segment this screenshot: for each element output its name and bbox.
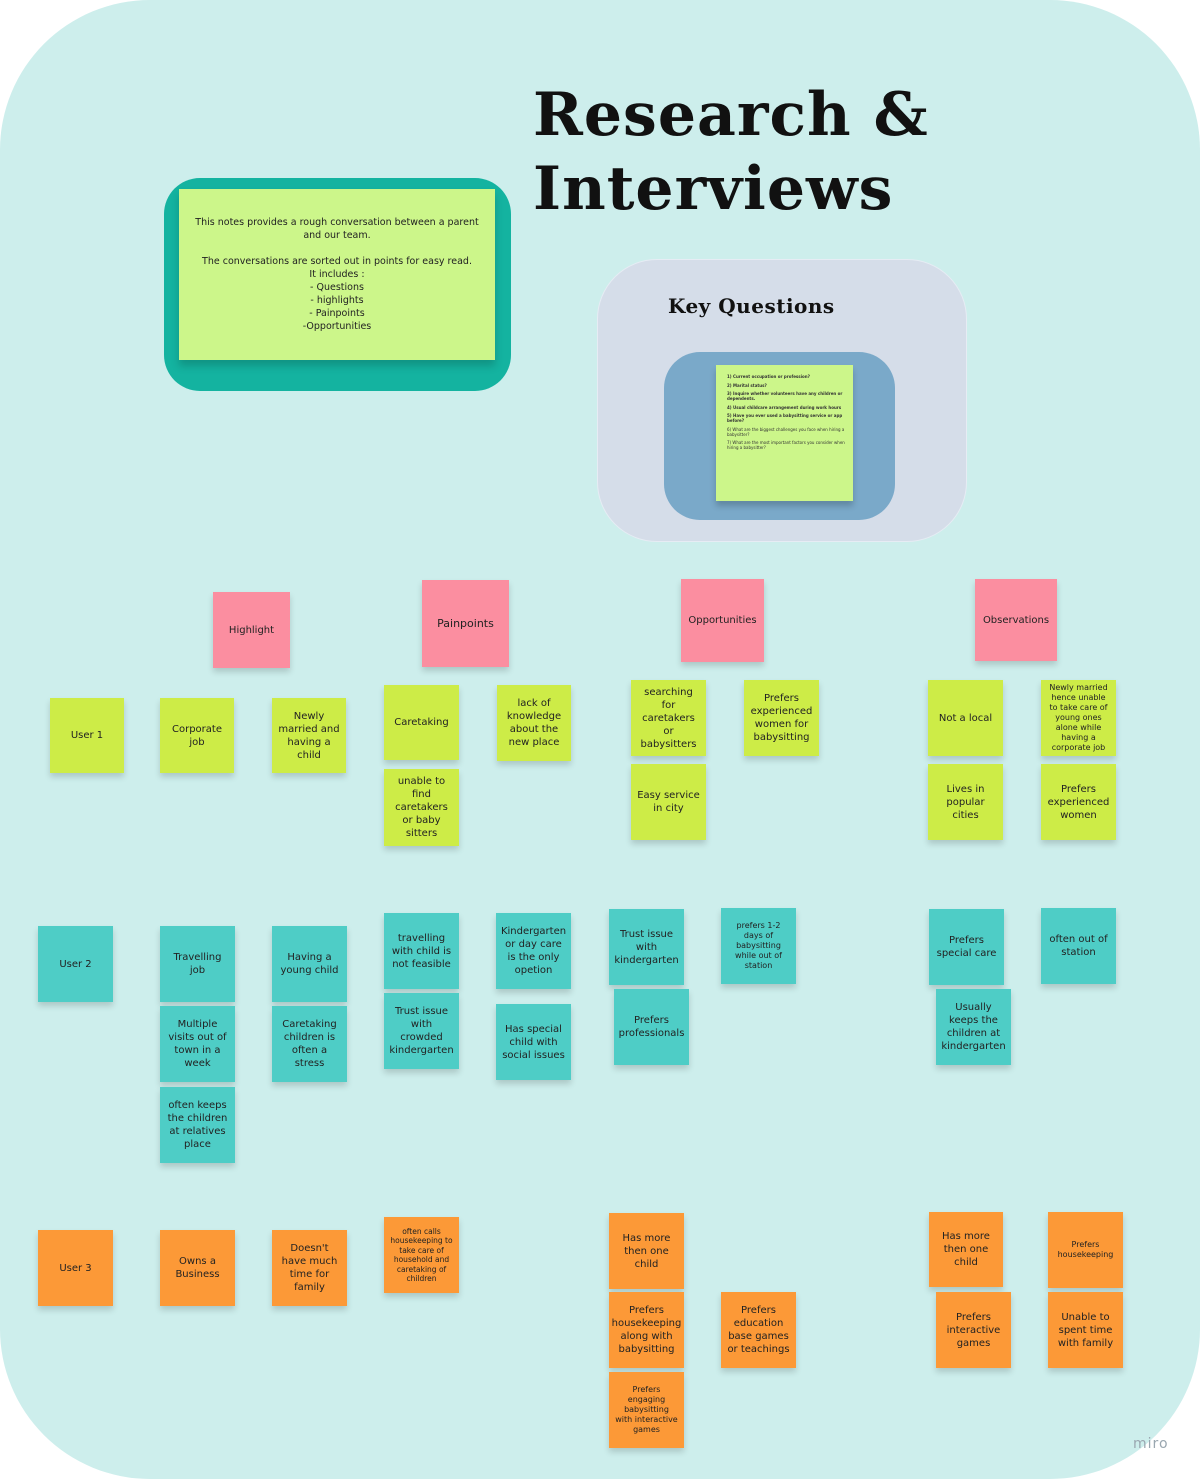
question-6: 6) What are the biggest challenges you f… — [727, 426, 845, 437]
page-title: Research & Interviews — [533, 78, 1033, 226]
user1-opportunity-note[interactable]: Easy service in city — [631, 764, 706, 840]
user3-highlight-note[interactable]: Doesn't have much time for family — [272, 1230, 347, 1306]
user1-opportunity-note[interactable]: searching for caretakers or babysitters — [631, 680, 706, 756]
user1-highlight-note[interactable]: Corporate job — [160, 698, 234, 773]
user1-observation-note[interactable]: Newly married hence unable to take care … — [1041, 680, 1116, 756]
user2-opportunity-note[interactable]: prefers 1-2 days of babysitting while ou… — [721, 908, 796, 984]
user2-highlight-note[interactable]: Multiple visits out of town in a week — [160, 1006, 235, 1082]
user1-opportunity-note[interactable]: Prefers experienced women for babysittin… — [744, 680, 819, 756]
intro-note[interactable]: This notes provides a rough conversation… — [179, 189, 495, 360]
user1-label[interactable]: User 1 — [50, 698, 124, 773]
user3-painpoint-note[interactable]: often calls housekeeping to take care of… — [384, 1217, 459, 1293]
user2-painpoint-note[interactable]: travelling with child is not feasible — [384, 913, 459, 989]
user2-painpoint-note[interactable]: Has special child with social issues — [496, 1004, 571, 1080]
user3-label[interactable]: User 3 — [38, 1230, 113, 1306]
key-questions-note[interactable]: 1) Current occupation or profession? 2) … — [716, 365, 853, 501]
user3-opportunity-note[interactable]: Has more then one child — [609, 1213, 684, 1289]
miro-watermark: miro — [1133, 1436, 1169, 1452]
user2-opportunity-note[interactable]: Trust issue with kindergarten — [609, 909, 684, 985]
user2-painpoint-note[interactable]: Trust issue with crowded kindergarten — [384, 993, 459, 1069]
title-line-1: Research & — [533, 80, 929, 150]
user3-observation-note[interactable]: Unable to spent time with family — [1048, 1292, 1123, 1368]
header-observations[interactable]: Observations — [975, 579, 1057, 661]
user1-painpoint-note[interactable]: Caretaking — [384, 685, 459, 760]
user2-observation-note[interactable]: Usually keeps the children at kindergart… — [936, 989, 1011, 1065]
user1-observation-note[interactable]: Lives in popular cities — [928, 764, 1003, 840]
user3-opportunity-note[interactable]: Prefers education base games or teaching… — [721, 1292, 796, 1368]
user1-highlight-note[interactable]: Newly married and having a child — [272, 698, 346, 773]
user1-observation-note[interactable]: Prefers experienced women — [1041, 764, 1116, 840]
title-line-2: Interviews — [533, 154, 894, 224]
user2-highlight-note[interactable]: often keeps the children at relatives pl… — [160, 1087, 235, 1163]
user3-highlight-note[interactable]: Owns a Business — [160, 1230, 235, 1306]
user3-opportunity-note[interactable]: Prefers engaging babysitting with intera… — [609, 1372, 684, 1448]
user1-observation-note[interactable]: Not a local — [928, 680, 1003, 756]
user2-painpoint-note[interactable]: Kindergarten or day care is the only ope… — [496, 913, 571, 989]
user2-label[interactable]: User 2 — [38, 926, 113, 1002]
question-2: 2) Marital status? — [727, 382, 767, 388]
user3-observation-note[interactable]: Has more then one child — [929, 1212, 1003, 1287]
user2-observation-note[interactable]: Prefers special care — [929, 909, 1004, 985]
user1-painpoint-note[interactable]: lack of knowledge about the new place — [497, 685, 571, 761]
question-7: 7) What are the most important factors y… — [727, 440, 845, 450]
user3-observation-note[interactable]: Prefers housekeeping — [1048, 1212, 1123, 1288]
header-opportunities[interactable]: Opportunities — [681, 579, 764, 662]
user3-observation-note[interactable]: Prefers interactive games — [936, 1292, 1011, 1368]
question-4: 4) Usual childcare arrangement during wo… — [727, 404, 842, 410]
user2-opportunity-note[interactable]: Prefers professionals — [614, 989, 689, 1065]
question-1: 1) Current occupation or profession? — [727, 374, 810, 379]
user2-highlight-note[interactable]: Travelling job — [160, 926, 235, 1002]
user2-highlight-note[interactable]: Having a young child — [272, 926, 347, 1002]
key-questions-title: Key Questions — [668, 294, 835, 318]
header-painpoints[interactable]: Painpoints — [422, 580, 509, 667]
header-highlight[interactable]: Highlight — [213, 592, 290, 668]
question-5: 5) Have you ever used a babysitting serv… — [727, 413, 843, 423]
user2-observation-note[interactable]: often out of station — [1041, 908, 1116, 984]
user2-highlight-note[interactable]: Caretaking children is often a stress — [272, 1006, 347, 1082]
user3-opportunity-note[interactable]: Prefers housekeeping along with babysitt… — [609, 1292, 684, 1368]
user1-painpoint-note[interactable]: unable to find caretakers or baby sitter… — [384, 769, 459, 846]
question-3: 3) Inquire whether volunteers have any c… — [727, 391, 843, 401]
